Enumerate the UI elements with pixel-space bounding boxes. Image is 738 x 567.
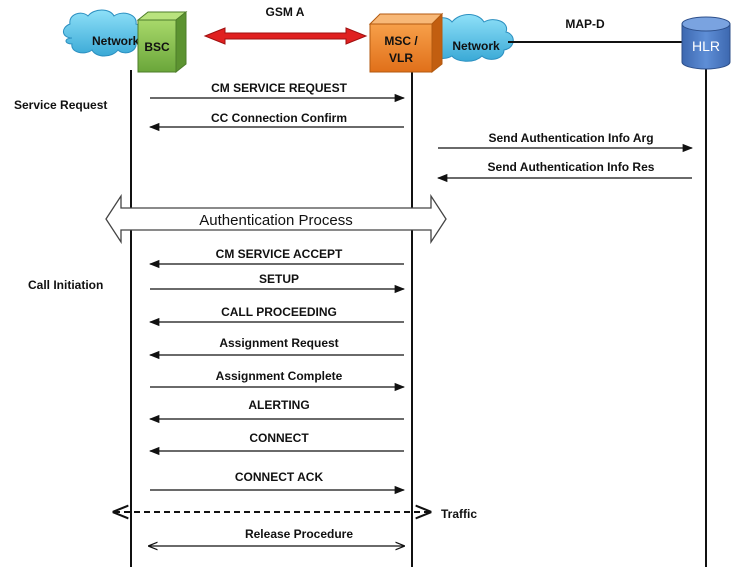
network-cloud-left: Network [63,9,144,57]
message-arrows: CM SERVICE REQUEST CC Connection Confirm… [148,81,694,495]
bsc-label: BSC [144,40,170,54]
msg-label-12: CONNECT ACK [235,470,324,484]
msg-label-7: CALL PROCEEDING [221,305,337,319]
phase-call-initiation: Call Initiation [28,278,103,292]
hlr-node: HLR [681,16,731,70]
msc-label-line1: MSC / [384,34,418,48]
gsm-a-link: GSM A [203,5,368,45]
msg-label-4: Send Authentication Info Res [488,160,655,174]
msc-label-line2: VLR [389,51,413,65]
msg-label-5: CM SERVICE ACCEPT [216,247,343,261]
traffic-arrow: Traffic [114,507,477,521]
msg-label-8: Assignment Request [219,336,338,350]
msg-label-3: Send Authentication Info Arg [488,131,653,145]
msg-label-9: Assignment Complete [216,369,343,383]
msg-label-10: ALERTING [248,398,309,412]
hlr-label: HLR [692,38,720,54]
release-procedure-label: Release Procedure [245,527,353,541]
bsc-node: BSC [136,10,188,74]
traffic-label: Traffic [441,507,477,521]
msg-label-6: SETUP [259,272,299,286]
msg-label-1: CM SERVICE REQUEST [211,81,347,95]
map-d-label: MAP-D [565,17,605,31]
msg-label-11: CONNECT [249,431,309,445]
release-procedure-arrow: Release Procedure [149,527,404,546]
phase-service-request: Service Request [14,98,107,112]
authentication-process-label: Authentication Process [199,212,352,229]
authentication-process-arrow: Authentication Process [105,193,447,245]
network-right-label: Network [452,39,500,53]
msc-vlr-node: MSC / VLR [368,12,444,74]
gsm-a-label: GSM A [266,5,305,19]
msg-label-2: CC Connection Confirm [211,111,347,125]
network-left-label: Network [92,34,140,48]
